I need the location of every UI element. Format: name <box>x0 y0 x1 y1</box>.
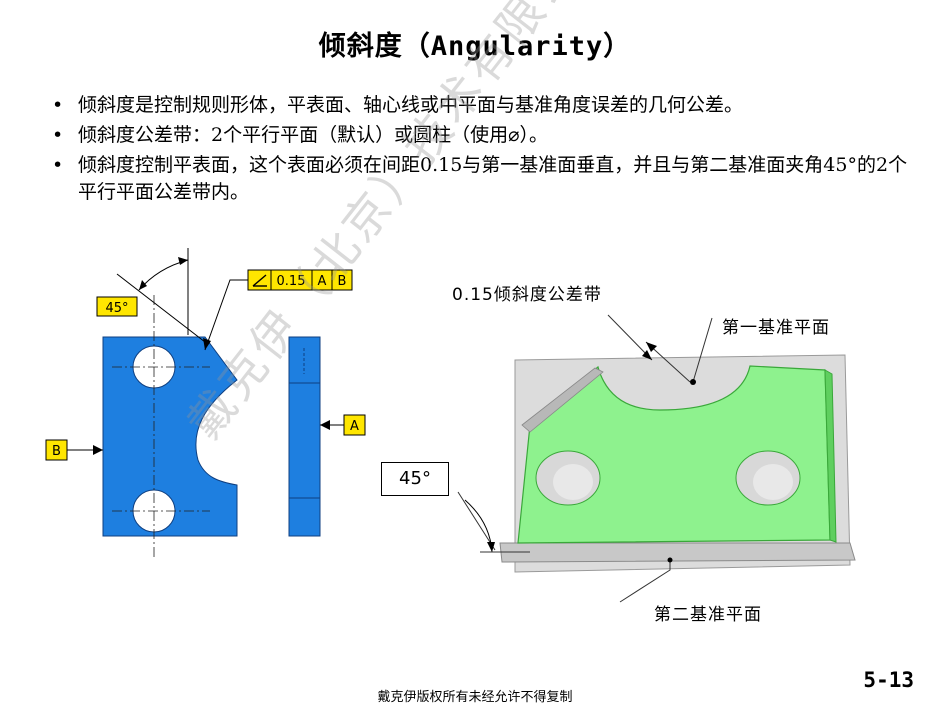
datum-b-label: B <box>52 444 61 459</box>
left-engineering-drawing: 45° 0.15 A B A B <box>45 248 366 560</box>
secondary-datum-plane <box>499 542 856 563</box>
bullet-item: 倾斜度是控制规则形体，平表面、轴心线或中平面与基准角度误差的几何公差。 <box>52 92 922 119</box>
feature-control-frame: 0.15 A B <box>247 269 353 291</box>
datum-b-box <box>45 439 68 461</box>
page-title: 倾斜度（Angularity） <box>318 31 632 62</box>
tolerance-zone-label: 0.15倾斜度公差带 <box>452 285 602 305</box>
copyright-footer: 戴克伊版权所有未经允许不得复制 <box>377 690 573 705</box>
primary-datum-label: 第一基准平面 <box>722 318 830 338</box>
tolerance-zone-illustration <box>457 314 856 603</box>
bullet-list: 倾斜度是控制规则形体，平表面、轴心线或中平面与基准角度误差的几何公差。 倾斜度公… <box>52 92 922 209</box>
datum-a-box <box>343 414 366 436</box>
bullet-item: 倾斜度控制平表面，这个表面必须在间距0.15与第一基准面垂直，并且与第二基准面夹… <box>52 152 922 206</box>
fcf-datum-a: A <box>318 274 327 289</box>
right-angle-label: 45° <box>381 462 449 496</box>
part-side-view <box>288 336 321 537</box>
datum-a-label: A <box>350 419 359 434</box>
angularity-icon <box>252 274 267 287</box>
bullet-item: 倾斜度公差带：2个平行平面（默认）或圆柱（使用⌀）。 <box>52 122 922 149</box>
angle-label: 45° <box>105 301 128 316</box>
secondary-datum-label: 第二基准平面 <box>654 605 762 625</box>
fcf-datum-b: B <box>338 274 347 289</box>
angle-label-box <box>96 296 138 317</box>
fcf-tolerance: 0.15 <box>277 274 306 289</box>
page-number: 5-13 <box>863 668 914 692</box>
part-front-view <box>102 336 238 537</box>
tolerance-zone-slab <box>521 367 604 433</box>
